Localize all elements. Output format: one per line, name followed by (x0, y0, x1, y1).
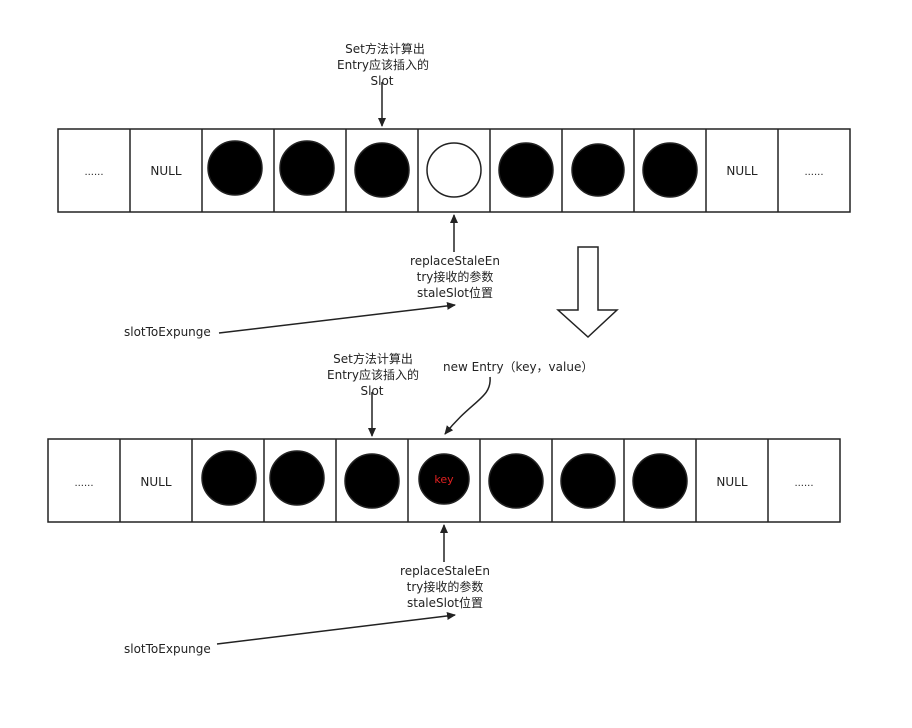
top-replace-label-line-2: try接收的参数 (417, 269, 494, 284)
transition-down-arrow (556, 246, 619, 339)
top-cell-9-null: NULL (726, 164, 757, 178)
top-cell-0-ellipsis: ...... (84, 167, 103, 178)
bottom-key-label: key (434, 473, 454, 486)
top-replace-annotation: replaceStaleEn try接收的参数 staleSlot位置 (410, 214, 500, 300)
bottom-set-label-line-2: Entry应该插入的 (327, 367, 419, 382)
top-set-label-line-3: Slot (371, 74, 394, 88)
bottom-cell-9-null: NULL (716, 475, 747, 489)
top-stale-entry-circle-5 (426, 142, 482, 198)
bottom-cell-0-ellipsis: ...... (74, 478, 93, 489)
top-slot-expunge-annotation: slotToExpunge (124, 301, 456, 339)
bottom-cell-1-null: NULL (140, 475, 171, 489)
bottom-slot-expunge-annotation: slotToExpunge (124, 611, 456, 656)
top-slot-expunge-arrow (218, 301, 456, 334)
new-entry-arrow (444, 376, 491, 435)
new-entry-label: new Entry（key，value） (443, 360, 593, 374)
top-set-label-line-2: Entry应该插入的 (337, 57, 429, 72)
bottom-array: ...... NULL key NULL ...... (47, 438, 841, 523)
top-entry-circle-2 (207, 140, 263, 196)
top-cell-10-ellipsis: ...... (804, 167, 823, 178)
top-slot-expunge-label: slotToExpunge (124, 325, 211, 339)
bottom-entry-circle-7 (560, 453, 616, 509)
top-array: ...... NULL NULL ...... (57, 128, 851, 213)
top-replace-label-line-3: staleSlot位置 (417, 285, 493, 300)
top-cell-1-null: NULL (150, 164, 181, 178)
bottom-entry-circle-6 (488, 453, 544, 509)
top-set-label-line-1: Set方法计算出 (345, 41, 425, 56)
top-entry-circle-3 (279, 140, 335, 196)
top-set-slot-annotation: Set方法计算出 Entry应该插入的 Slot (337, 41, 429, 127)
bottom-set-label-line-3: Slot (361, 384, 384, 398)
bottom-entry-circle-2 (201, 450, 257, 506)
bottom-set-slot-annotation: Set方法计算出 Entry应该插入的 Slot (327, 351, 419, 437)
bottom-slot-expunge-label: slotToExpunge (124, 642, 211, 656)
top-replace-label-line-1: replaceStaleEn (410, 254, 500, 268)
top-entry-circle-8 (642, 142, 698, 198)
bottom-cell-10-ellipsis: ...... (794, 478, 813, 489)
bottom-new-key-circle-5 (418, 453, 470, 505)
bottom-set-label-line-1: Set方法计算出 (333, 351, 413, 366)
bottom-replace-label-line-2: try接收的参数 (407, 579, 484, 594)
bottom-replace-annotation: replaceStaleEn try接收的参数 staleSlot位置 (400, 524, 490, 610)
bottom-entry-circle-4 (344, 453, 400, 509)
bottom-replace-label-line-3: staleSlot位置 (407, 595, 483, 610)
top-entry-circle-7 (571, 143, 625, 197)
bottom-entry-circle-8 (632, 453, 688, 509)
bottom-array-border (47, 438, 841, 523)
new-entry-annotation: new Entry（key，value） (443, 360, 593, 435)
top-entry-circle-6 (498, 142, 554, 198)
bottom-slot-expunge-arrow (216, 611, 456, 645)
top-array-border (57, 128, 851, 213)
bottom-replace-label-line-1: replaceStaleEn (400, 564, 490, 578)
bottom-entry-circle-3 (269, 450, 325, 506)
top-entry-circle-4 (354, 142, 410, 198)
